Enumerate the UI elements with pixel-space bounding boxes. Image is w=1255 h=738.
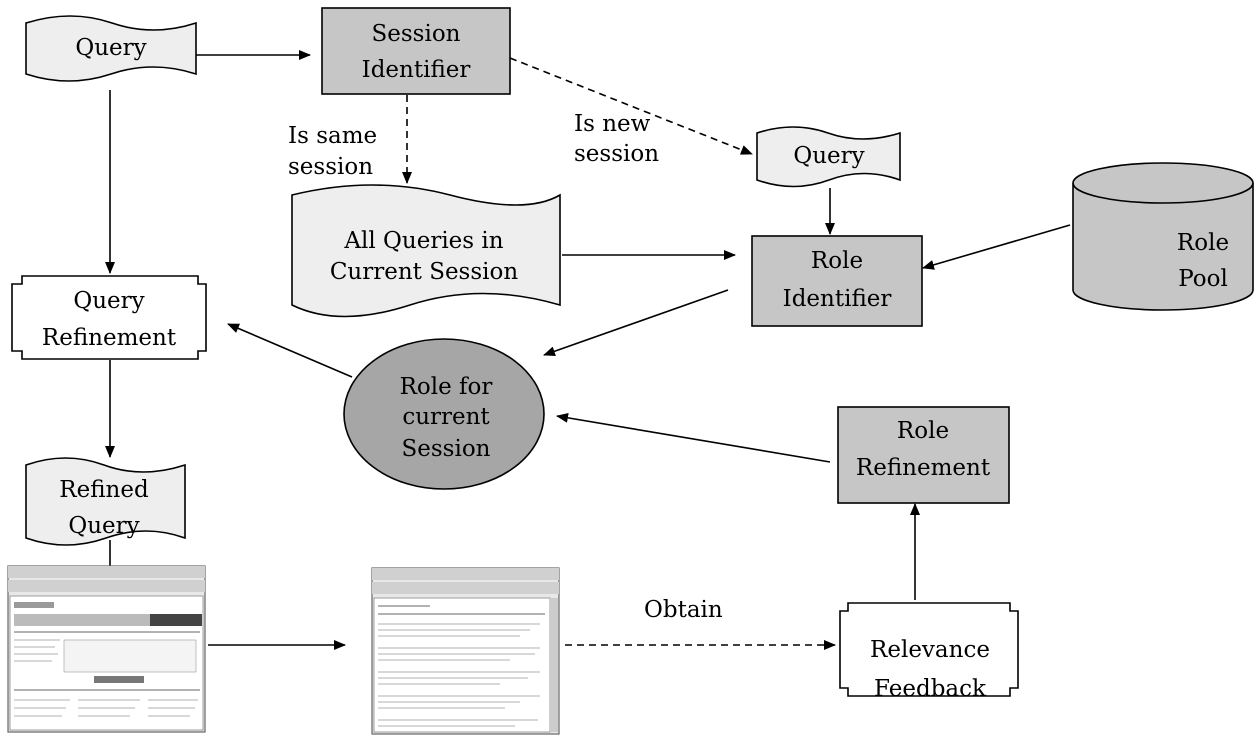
query-new-label: Query [793, 143, 864, 169]
edge-role-identifier-to-current [543, 289, 729, 357]
role-current-line-1: Role for [400, 374, 493, 400]
query-refinement-line-1: Query [73, 288, 144, 314]
role-current-line-2: current [402, 404, 490, 430]
node-query-refinement: Query Refinement [11, 275, 207, 360]
node-role-current-session: Role for current Session [343, 338, 545, 490]
all-queries-line-2: Current Session [330, 259, 519, 285]
new-session-label-line-1: Is new [574, 111, 651, 137]
relevance-feedback-line-1: Relevance [870, 637, 990, 663]
node-relevance-feedback: Relevance Feedback [839, 602, 1019, 702]
results-page-screenshot [371, 567, 560, 735]
role-identifier-line-1: Role [811, 248, 863, 274]
role-pool-line-1: Role [1177, 230, 1229, 256]
same-session-label-line-1: Is same [288, 123, 377, 149]
node-all-queries: All Queries in Current Session [291, 184, 561, 318]
node-query: Query [25, 15, 197, 82]
edge-role-refinement-to-current [556, 412, 831, 463]
node-session-identifier: Session Identifier [321, 7, 511, 95]
query-refinement-line-2: Refinement [42, 325, 177, 351]
obtain-label: Obtain [644, 597, 723, 623]
relevance-feedback-line-2: Feedback [874, 676, 987, 702]
role-pool-line-2: Pool [1178, 266, 1228, 292]
refined-query-line-2: Query [68, 513, 139, 539]
edge-new-session [509, 57, 753, 155]
session-identifier-line-1: Session [372, 21, 461, 47]
role-refinement-line-2: Refinement [856, 455, 991, 481]
node-query-new: Query [756, 126, 901, 188]
role-current-line-3: Session [402, 436, 491, 462]
query-label: Query [75, 35, 146, 61]
all-queries-line-1: All Queries in [343, 228, 503, 254]
session-identifier-line-2: Identifier [362, 57, 471, 83]
role-refinement-line-1: Role [897, 418, 949, 444]
node-refined-query: Refined Query [25, 457, 186, 546]
edge-current-to-query-refinement [227, 323, 353, 378]
role-identifier-line-2: Identifier [783, 286, 892, 312]
same-session-label-line-2: session [288, 154, 373, 180]
node-role-identifier: Role Identifier [751, 235, 923, 327]
refined-query-line-1: Refined [59, 477, 149, 503]
node-role-pool: Role Pool [1072, 162, 1254, 311]
edge-pool-to-role-identifier [922, 224, 1071, 270]
node-role-refinement: Role Refinement [837, 406, 1010, 504]
new-session-label-line-2: session [574, 141, 659, 167]
edges [105, 50, 1071, 650]
search-engine-screenshot [7, 565, 206, 733]
